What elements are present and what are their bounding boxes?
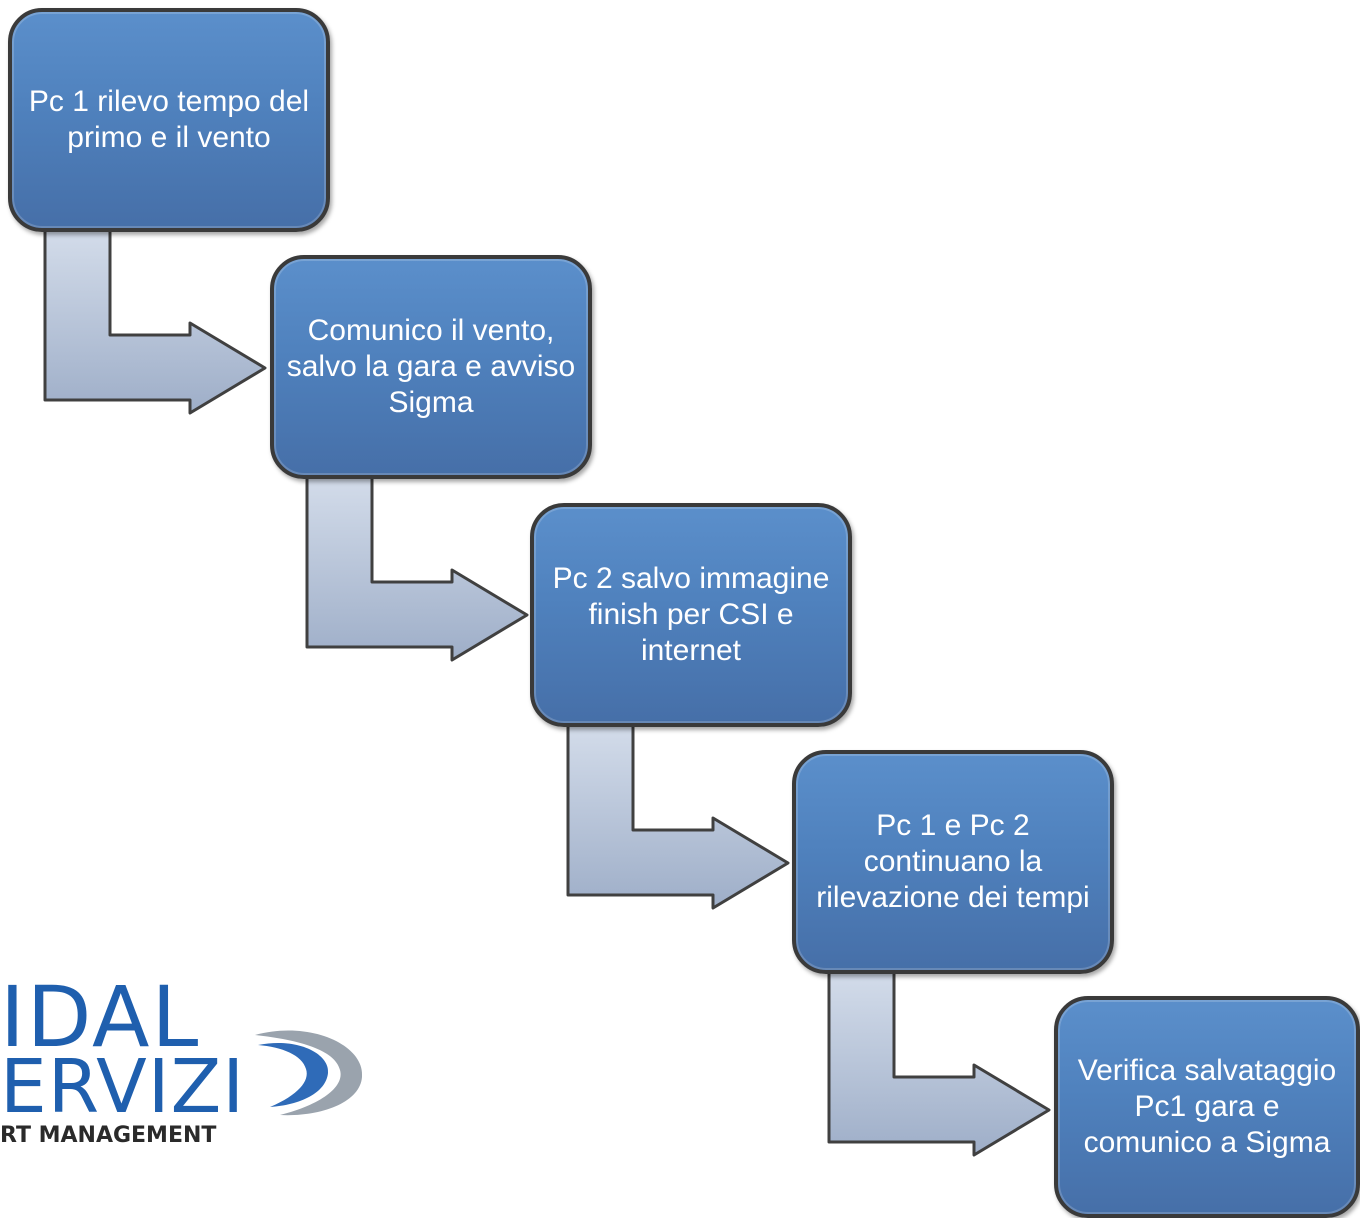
step-box-2: Comunico il vento, salvo la gara e avvis… [270,255,592,479]
step-label-5: Verifica salvataggio Pc1 gara e comunico… [1077,1054,1337,1159]
bent-arrow-2 [305,475,529,662]
logo-text-line2: ERVIZI [0,1044,246,1130]
step-label-2: Comunico il vento, salvo la gara e avvis… [286,314,576,419]
logo-text-line3: RT MANAGEMENT [0,1123,217,1148]
step-box-3: Pc 2 salvo immagine finish per CSI e int… [530,503,852,727]
step-box-1: Pc 1 rilevo tempo del primo e il vento [8,8,330,232]
bent-arrow-3 [566,723,790,910]
step-box-4: Pc 1 e Pc 2 continuano la rilevazione de… [792,750,1114,974]
step-label-1: Pc 1 rilevo tempo del primo e il vento [28,85,310,154]
logo-swoosh-icon [255,1030,363,1116]
step-label-3: Pc 2 salvo immagine finish per CSI e int… [552,562,830,667]
bent-arrow-4 [827,970,1051,1157]
logo-text-line1: IDAL [0,968,201,1066]
company-logo: IDAL ERVIZI RT MANAGEMENT [0,975,380,1150]
step-label-4: Pc 1 e Pc 2 continuano la rilevazione de… [816,809,1090,914]
step-box-5: Verifica salvataggio Pc1 gara e comunico… [1054,996,1360,1218]
bent-arrow-1 [43,228,267,415]
